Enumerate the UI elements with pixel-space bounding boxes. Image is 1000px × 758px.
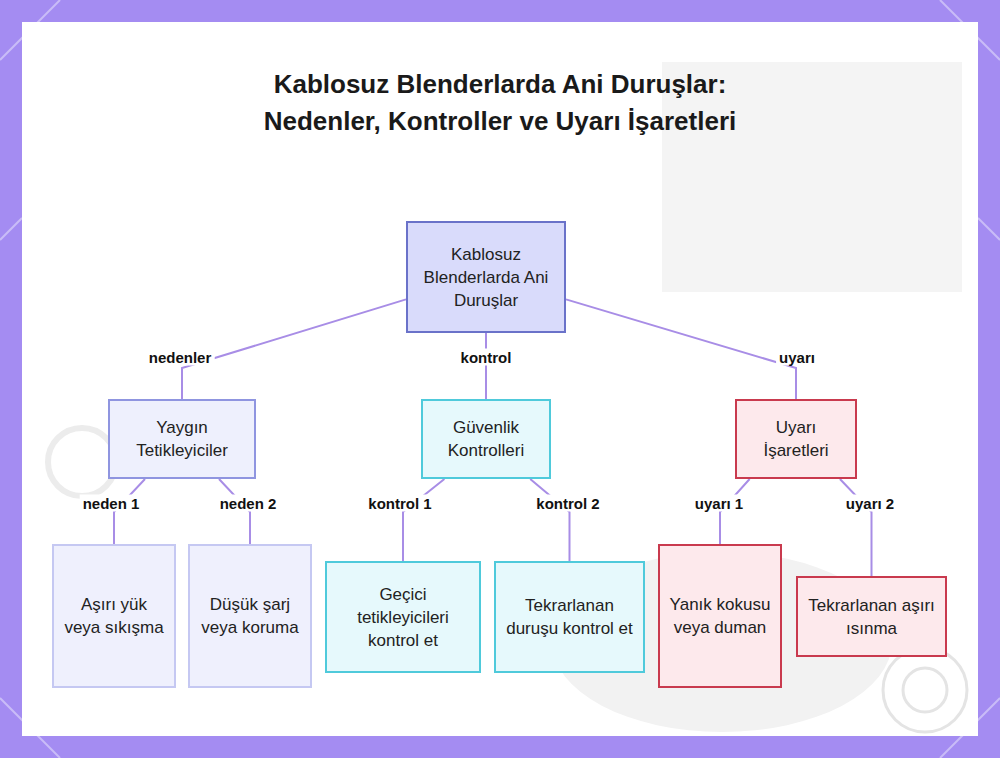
connector-line bbox=[720, 479, 750, 544]
connector-line bbox=[485, 333, 487, 399]
node-text: Güvenlik Kontrolleri bbox=[431, 416, 541, 462]
edge-label: uyarı 2 bbox=[843, 495, 897, 512]
diagram-title: Kablosuz Blenderlarda Ani Duruşlar: Nede… bbox=[220, 66, 780, 140]
leaf-box: Aşırı yük veya sıkışma bbox=[52, 544, 176, 688]
logo-circle bbox=[883, 648, 967, 732]
connector-line bbox=[114, 479, 145, 544]
edge-label: kontrol bbox=[458, 349, 515, 366]
category-box: Uyarı İşaretleri bbox=[735, 399, 857, 479]
edge-label: uyarı 1 bbox=[692, 495, 746, 512]
node-text: Tekrarlanan aşırı ısınma bbox=[806, 594, 937, 640]
leaf-box: Geçici tetikleyicileri kontrol et bbox=[325, 561, 481, 673]
category-box: Güvenlik Kontrolleri bbox=[421, 399, 551, 479]
connector-line bbox=[403, 479, 444, 561]
connector-line bbox=[566, 299, 796, 399]
leaf-box: Yanık kokusu veya duman bbox=[658, 544, 782, 688]
leaf-box: Tekrarlanan aşırı ısınma bbox=[796, 576, 947, 657]
node-text: Aşırı yük veya sıkışma bbox=[62, 593, 166, 639]
connector-line bbox=[219, 479, 250, 544]
edge-label: uyarı bbox=[776, 349, 818, 366]
edge-label: nedenler bbox=[146, 349, 215, 366]
edge-label: neden 2 bbox=[217, 495, 280, 512]
node-text: Geçici tetikleyicileri kontrol et bbox=[335, 583, 471, 652]
node-text: Tekrarlanan duruşu kontrol et bbox=[504, 594, 635, 640]
node-text: Yaygın Tetikleyiciler bbox=[118, 416, 246, 462]
leaf-box: Düşük şarj veya koruma bbox=[188, 544, 312, 688]
node-text: Yanık kokusu veya duman bbox=[668, 593, 772, 639]
node-text: Uyarı İşaretleri bbox=[745, 416, 847, 462]
category-box: Yaygın Tetikleyiciler bbox=[108, 399, 256, 479]
edge-label: neden 1 bbox=[80, 495, 143, 512]
leaf-box: Tekrarlanan duruşu kontrol et bbox=[494, 561, 645, 673]
node-text: Kablosuz Blenderlarda Ani Duruşlar bbox=[416, 243, 556, 312]
edge-label: kontrol 2 bbox=[533, 495, 602, 512]
connector-line bbox=[182, 299, 406, 399]
connector-line bbox=[530, 479, 569, 561]
root-box: Kablosuz Blenderlarda Ani Duruşlar bbox=[406, 221, 566, 333]
node-text: Düşük şarj veya koruma bbox=[198, 593, 302, 639]
edge-label: kontrol 1 bbox=[365, 495, 434, 512]
